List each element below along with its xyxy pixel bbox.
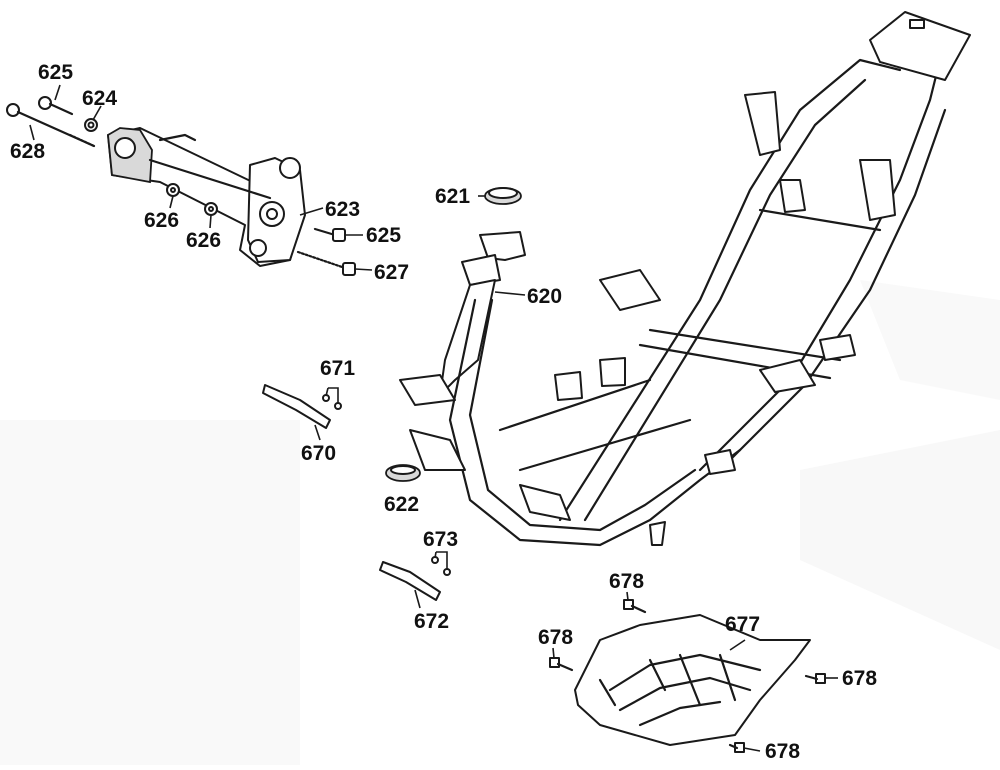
background-ghosts [0,280,1000,765]
callout-627: 627 [374,261,410,284]
callout-626-right: 626 [186,229,222,252]
callout-677: 677 [725,613,761,636]
callout-673: 673 [423,528,459,551]
callout-678-left: 678 [538,626,574,649]
callout-626-left: 626 [144,209,180,232]
callout-622: 622 [384,493,420,516]
part-622-bearing [385,464,421,482]
callout-678-right: 678 [842,667,878,690]
part-621-cap [484,187,522,205]
callout-625-upper: 625 [38,61,74,84]
callout-625-lower: 625 [366,224,402,247]
part-624-nut [84,118,98,132]
callout-621: 621 [435,185,471,208]
part-625-bolt-upper [38,96,74,116]
part-628-long-bolt [6,103,96,148]
leader-lines [29,84,838,752]
part-627-bolt [296,250,356,276]
callout-678-top: 678 [609,570,645,593]
part-623-engine-hanger [107,127,306,267]
callout-672: 672 [414,610,450,633]
callout-620: 620 [527,285,563,308]
part-625-bolt-lower [313,227,346,242]
part-678-screws [549,599,826,753]
part-677-under-cover [574,614,811,746]
callout-671: 671 [320,357,356,380]
callout-678-bottom: 678 [765,740,801,763]
callout-628: 628 [10,140,46,163]
callout-623: 623 [325,198,361,221]
callout-670: 670 [301,442,337,465]
part-620-main-frame [399,11,971,547]
part-672-clamp [379,556,451,601]
callout-624: 624 [82,87,118,110]
